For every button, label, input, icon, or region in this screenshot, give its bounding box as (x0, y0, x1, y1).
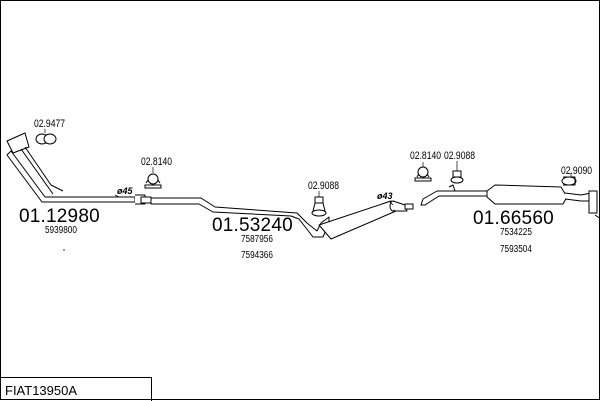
clamp-rear-code: 02.8140 (410, 150, 442, 162)
middle-pipe-diameter: ø43 (377, 191, 393, 201)
clamp-rear-drawing (414, 166, 432, 182)
gasket-front-drawing (35, 133, 57, 145)
middle-pipe-drawing (140, 196, 414, 240)
front-pipe-ref: 5939800 (45, 225, 77, 236)
rear-silencer-ref-1: 7534225 (500, 227, 532, 238)
front-pipe-diameter: ø45 (117, 186, 133, 196)
mount-tail-drawing (561, 176, 577, 186)
front-pipe-drawing (6, 132, 146, 205)
mount-mid-drawing (311, 196, 327, 217)
gasket-front-code: 02.9477 (34, 118, 66, 130)
mount-tail-code: 02.9090 (561, 165, 593, 177)
page-title: FIAT13950A (5, 383, 78, 398)
rear-silencer-ref-2: 7593504 (500, 244, 532, 255)
rear-silencer-number: 01.66560 (473, 208, 554, 229)
mount-rear-code: 02.9088 (444, 150, 476, 162)
clamp-front-code: 02.8140 (141, 156, 173, 168)
front-pipe-number: 01.12980 (19, 206, 100, 227)
middle-pipe-ref-1: 7587956 (241, 234, 273, 245)
mount-rear-drawing (450, 170, 464, 184)
mount-mid-code: 02.9088 (308, 180, 340, 192)
middle-pipe-ref-2: 7594366 (241, 250, 273, 261)
middle-pipe-number: 01.53240 (212, 215, 293, 236)
title-box: FIAT13950A (1, 377, 152, 401)
rear-silencer-drawing (420, 184, 600, 219)
clamp-front-drawing (144, 173, 162, 189)
